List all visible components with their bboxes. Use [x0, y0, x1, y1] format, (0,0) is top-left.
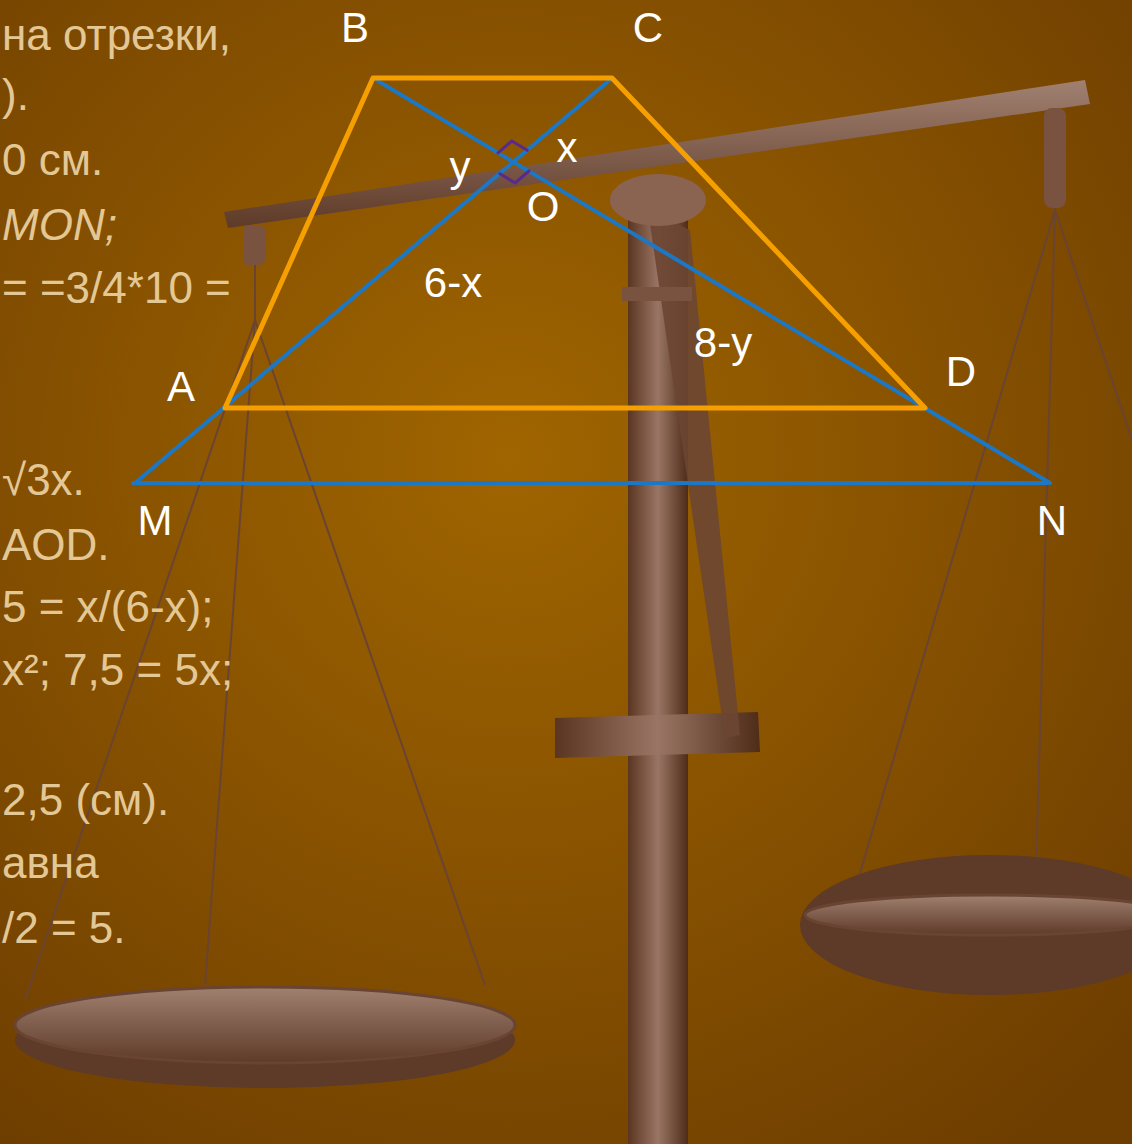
solution-text: √3x.	[2, 458, 85, 502]
solution-text: ).	[2, 73, 29, 117]
right-angle-mark	[500, 171, 529, 183]
solution-text: на отрезки,	[2, 13, 231, 57]
right-pan-bowl	[800, 855, 1132, 995]
point-label: 8-y	[694, 322, 752, 364]
left-pan	[15, 987, 515, 1063]
point-label: y	[450, 146, 471, 188]
right-pan	[805, 895, 1132, 935]
point-label: M	[138, 500, 173, 542]
point-label: N	[1037, 500, 1067, 542]
diagonal-bd-extended	[373, 78, 1050, 483]
trapezoid-figure	[133, 78, 1050, 483]
solution-text: = =3/4*10 =	[2, 266, 231, 310]
point-label: D	[946, 351, 976, 393]
solution-text: 0 см.	[2, 138, 103, 182]
solution-text: MON;	[2, 203, 117, 247]
point-label: B	[341, 7, 369, 49]
point-label: A	[167, 366, 195, 408]
solution-text: x²; 7,5 = 5x;	[2, 648, 233, 692]
point-label: 6-x	[424, 262, 482, 304]
solution-text: 5 = x/(6-x);	[2, 585, 214, 629]
left-hook	[243, 225, 265, 265]
solution-text: /2 = 5.	[2, 906, 126, 950]
trapezoid-abcd	[225, 78, 925, 408]
solution-text: авна	[2, 841, 99, 885]
scale-pivot	[610, 174, 706, 226]
point-label: C	[633, 7, 663, 49]
solution-text: 2,5 (см).	[2, 778, 169, 822]
point-label: O	[527, 186, 560, 228]
solution-text: AOD.	[2, 523, 110, 567]
right-strings	[855, 110, 1132, 905]
scale-beam	[224, 80, 1090, 228]
right-hook	[1044, 108, 1066, 208]
right-angle-mark	[498, 141, 527, 153]
scale-collar	[622, 287, 692, 301]
segment-mn	[133, 481, 1047, 485]
point-label: x	[557, 127, 578, 169]
